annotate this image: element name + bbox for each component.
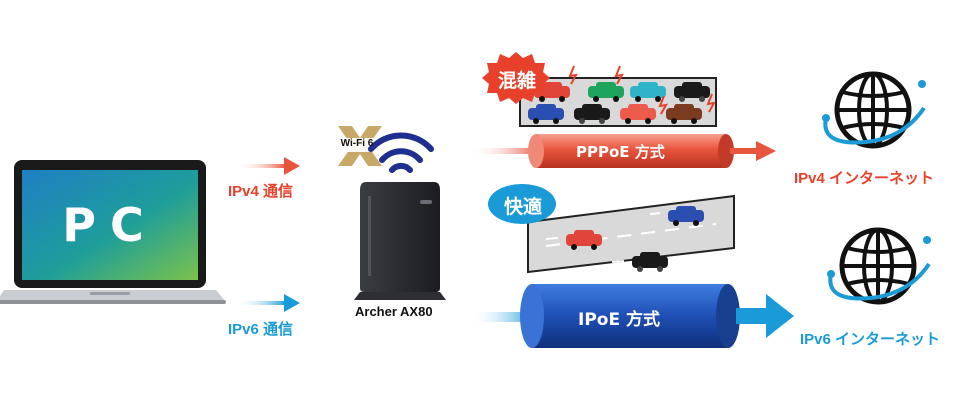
congested-badge-shape — [482, 52, 550, 104]
pppoe-pipe — [470, 134, 776, 168]
pc-label: PC — [62, 198, 158, 252]
car-icon — [630, 82, 666, 102]
car-icon — [674, 82, 710, 102]
ipoe-pipe-label: IPoE 方式 — [578, 310, 660, 330]
lightning-icon — [658, 95, 668, 115]
comfortable-badge: 快適 — [504, 196, 543, 218]
router-model-label: Archer AX80 — [355, 304, 433, 319]
pppoe-traffic-box — [519, 65, 717, 127]
globe-ipv4-icon — [822, 71, 926, 149]
car-icon — [668, 206, 704, 226]
car-icon — [666, 104, 702, 124]
ipv4-flow-label: IPv4 通信 — [228, 183, 294, 200]
lightning-icon — [568, 65, 578, 85]
ipoe-traffic-box — [527, 194, 735, 274]
congested-badge: 混雑 — [498, 70, 537, 92]
car-icon — [620, 104, 656, 124]
globe-ipv6-icon — [827, 227, 931, 305]
pppoe-pipe-label: PPPoE 方式 — [576, 143, 665, 161]
car-icon — [574, 104, 610, 124]
wifi-signal-icon — [368, 132, 434, 173]
ipv4-internet-label: IPv4 インターネット — [794, 170, 935, 187]
laptop-icon — [0, 160, 226, 304]
ipv6-arrow-icon — [236, 294, 300, 312]
car-icon — [588, 82, 624, 102]
car-icon — [528, 104, 564, 124]
ipoe-pipe — [470, 284, 794, 348]
ipv6-internet-label: IPv6 インターネット — [800, 331, 941, 348]
ipv6-flow-label: IPv6 通信 — [228, 321, 294, 338]
router-icon — [354, 182, 446, 300]
ipv4-arrow-icon — [236, 157, 300, 175]
comfortable-badge-shape — [488, 184, 556, 224]
car-icon — [566, 230, 602, 250]
car-icon — [632, 252, 668, 272]
wifi6-badge-label: Wi-Fi 6 — [340, 138, 374, 149]
lightning-icon — [614, 65, 624, 85]
lightning-icon — [706, 93, 716, 113]
